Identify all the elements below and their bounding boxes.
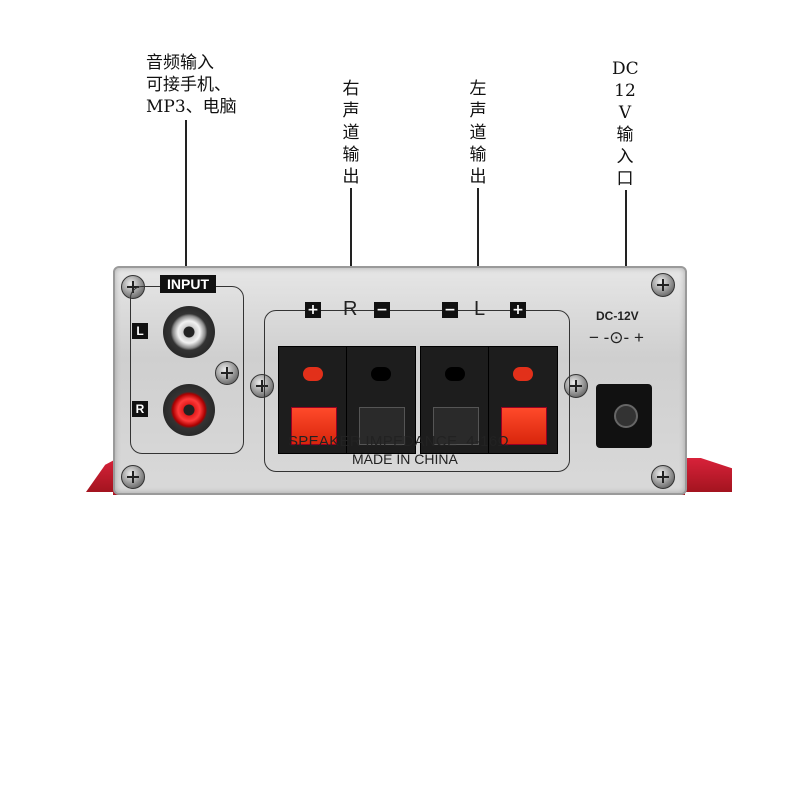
- panel-screw: [651, 465, 675, 489]
- speaker-r-label: R: [343, 298, 358, 320]
- dc-input-char: 输: [616, 125, 634, 145]
- right-channel-callout: 右声道输出: [338, 78, 364, 188]
- dc-input-leader: [625, 190, 627, 290]
- dc-power-jack[interactable]: [596, 384, 652, 448]
- dc-input-char: V: [618, 103, 632, 123]
- terminal-screw-right: [564, 374, 588, 398]
- speaker-l-label: L: [474, 298, 486, 320]
- audio-input-leader: [185, 120, 187, 280]
- dc-voltage-label: DC-12V: [596, 309, 639, 323]
- audio-input-line-3: MP3、电脑: [146, 97, 237, 117]
- input-label: INPUT: [160, 275, 216, 293]
- audio-input-line-2: 可接手机、: [146, 75, 231, 95]
- dc-polarity-symbol: − -⊙- +: [589, 328, 644, 347]
- terminal-hole: [371, 367, 391, 381]
- made-in-text: MADE IN CHINA: [352, 451, 458, 467]
- speaker-terminal-left-minus[interactable]: [420, 346, 490, 454]
- left-channel-leader: [477, 188, 479, 294]
- right-input-badge: R: [132, 401, 148, 417]
- dc-input-char: 入: [616, 147, 634, 167]
- red-rail-right: [680, 458, 732, 492]
- audio-input-callout: 音频输入 可接手机、 MP3、电脑: [146, 52, 256, 118]
- dc-input-callout: DC 12 V 输 入 口: [612, 58, 639, 190]
- terminal-screw-left: [250, 374, 274, 398]
- channel-callout-text: 右声道输出: [342, 79, 360, 187]
- input-screw: [215, 361, 239, 385]
- terminal-lever[interactable]: [359, 407, 405, 445]
- terminal-hole: [513, 367, 533, 381]
- left-minus-sign: −: [442, 302, 458, 318]
- speaker-terminal-right-plus[interactable]: [278, 346, 348, 454]
- speaker-impedance-text: SPEAKER IMPEDANCE 4-16Ω: [288, 433, 509, 450]
- left-plus-sign: +: [510, 302, 526, 318]
- panel-screw: [121, 465, 145, 489]
- left-input-badge: L: [132, 323, 148, 339]
- left-rca-jack[interactable]: [163, 306, 215, 358]
- right-rca-jack[interactable]: [163, 384, 215, 436]
- panel-screw: [651, 273, 675, 297]
- right-plus-sign: +: [305, 302, 321, 318]
- left-channel-callout: 左声道输出: [465, 78, 491, 188]
- dc-input-char: 口: [616, 169, 634, 189]
- terminal-hole: [445, 367, 465, 381]
- dc-input-char: DC: [612, 59, 639, 79]
- speaker-outline: [264, 310, 570, 472]
- speaker-terminal-left-plus[interactable]: [488, 346, 558, 454]
- terminal-lever[interactable]: [291, 407, 337, 445]
- channel-callout-text: 左声道输出: [469, 79, 487, 187]
- right-minus-sign: −: [374, 302, 390, 318]
- terminal-hole: [303, 367, 323, 381]
- speaker-terminal-right-minus[interactable]: [346, 346, 416, 454]
- dc-input-char: 12: [614, 81, 636, 101]
- terminal-lever[interactable]: [433, 407, 479, 445]
- audio-input-line-1: 音频输入: [146, 53, 214, 73]
- right-channel-leader: [350, 188, 352, 294]
- terminal-lever[interactable]: [501, 407, 547, 445]
